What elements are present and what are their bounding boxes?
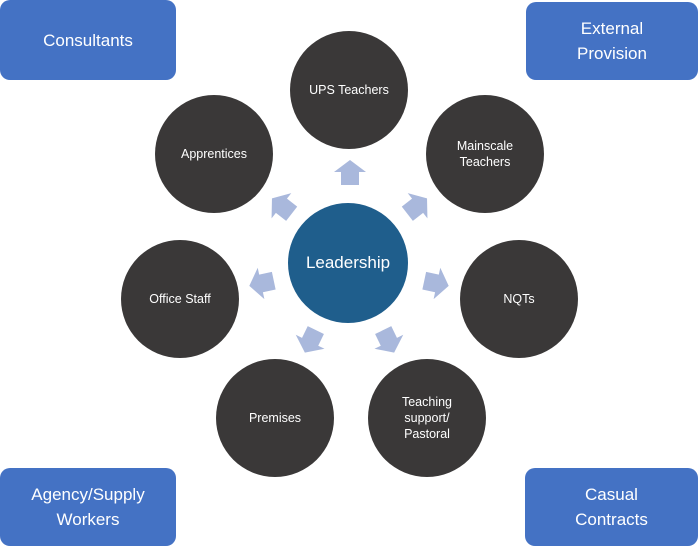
corner-box-external-provision: External Provision	[526, 2, 698, 80]
corner-box-consultants: Consultants	[0, 0, 176, 80]
node-apprentices: Apprentices	[155, 95, 273, 213]
center-node-leadership: Leadership	[288, 203, 408, 323]
corner-box-agency-supply-workers: Agency/Supply Workers	[0, 468, 176, 546]
corner-box-casual-contracts: Casual Contracts	[525, 468, 698, 546]
arrow-to-mainscale-teachers	[401, 193, 428, 221]
node-mainscale-teachers: Mainscale Teachers	[426, 95, 544, 213]
arrow-to-apprentices	[271, 193, 298, 221]
node-ups-teachers: UPS Teachers	[290, 31, 408, 149]
node-office-staff: Office Staff	[121, 240, 239, 358]
node-teaching-support-pastoral: Teaching support/ Pastoral	[368, 359, 486, 477]
arrow-to-premises	[295, 326, 325, 353]
node-nqts: NQTs	[460, 240, 578, 358]
arrow-to-office-staff	[249, 267, 276, 300]
arrow-to-ups-teachers	[334, 160, 366, 185]
node-premises: Premises	[216, 359, 334, 477]
arrow-to-teaching-support	[374, 326, 404, 353]
arrow-to-nqts	[422, 267, 449, 300]
